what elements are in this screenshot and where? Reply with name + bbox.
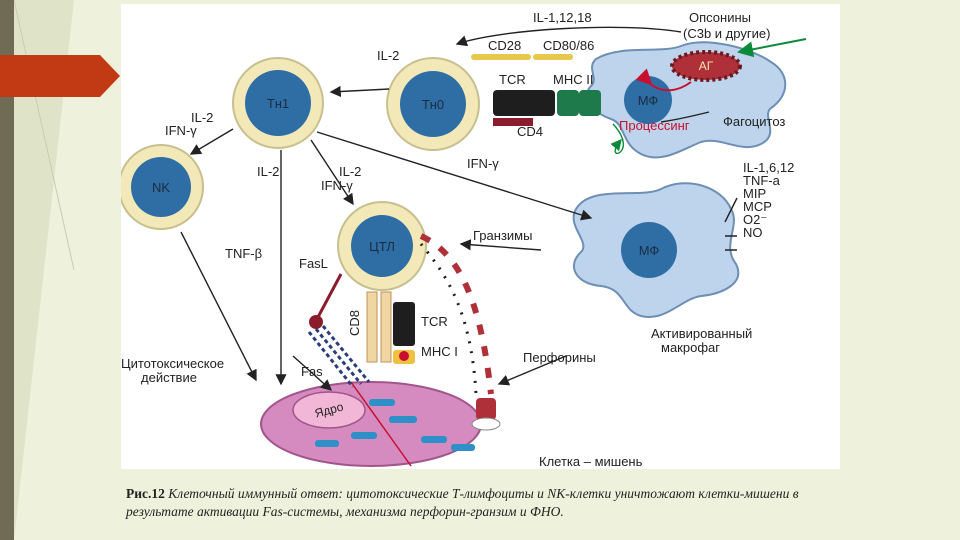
label-mhc1: MHC I bbox=[421, 344, 458, 359]
th1-cell: Тн1 bbox=[232, 57, 324, 149]
label-il2-nk: IL-2 bbox=[191, 110, 213, 125]
antigen-label: АГ bbox=[699, 59, 714, 73]
macrophage-top: МФ АГ bbox=[586, 41, 787, 159]
caption-text: Клеточный иммунный ответ: цитотоксически… bbox=[126, 486, 799, 519]
mf-output-5: O2⁻ bbox=[743, 212, 767, 227]
mf-output-6: NO bbox=[743, 225, 763, 240]
fas-system bbox=[307, 273, 371, 388]
label-fasl: FasL bbox=[299, 256, 328, 271]
mf-output-4: MCP bbox=[743, 199, 772, 214]
slide-decoration bbox=[14, 0, 75, 540]
target-cell: Ядро bbox=[260, 381, 501, 467]
label-opsonins: Опсонины bbox=[689, 10, 751, 25]
label-ifn-nk: IFN-γ bbox=[165, 123, 197, 138]
nk-label: NK bbox=[152, 180, 170, 195]
th0-cell: Тн0 bbox=[386, 57, 480, 151]
label-il-1-12-18: IL-1,12,18 bbox=[533, 10, 592, 25]
label-ifn-mf: IFN-γ bbox=[467, 156, 499, 171]
nk-cell: NK bbox=[121, 144, 204, 230]
label-opsonins-sub: (С3b и другие) bbox=[683, 26, 770, 41]
receptor-complex bbox=[471, 54, 601, 126]
label-cytotoxic-2: действие bbox=[141, 370, 197, 385]
slide-red-flag bbox=[0, 55, 120, 97]
label-il2-mid: IL-2 bbox=[257, 164, 279, 179]
th1-label: Тн1 bbox=[267, 96, 289, 111]
label-ifn-ctl: IFN-γ bbox=[321, 178, 353, 193]
caption-label: Рис.12 bbox=[126, 486, 165, 501]
label-perforins: Перфорины bbox=[523, 350, 596, 365]
th0-label: Тн0 bbox=[422, 97, 444, 112]
mf-output-arrows bbox=[724, 197, 738, 251]
label-phagocytosis: Фагоцитоз bbox=[723, 114, 785, 129]
label-cd28: CD28 bbox=[488, 38, 521, 53]
mf-output-1: IL-1,6,12 bbox=[743, 160, 794, 175]
figure-caption: Рис.12 Клеточный иммунный ответ: цитоток… bbox=[126, 485, 806, 521]
arrows bbox=[180, 26, 710, 391]
ctl-label: ЦТЛ bbox=[369, 239, 395, 254]
granzyme-stream bbox=[419, 233, 494, 395]
mf-mid-label: МФ bbox=[639, 243, 660, 258]
label-target-cell: Клетка – мишень bbox=[539, 454, 643, 469]
immune-diagram: Тн1 Тн0 NK ЦТЛ МФ АГ МФ Ядро bbox=[121, 4, 840, 469]
label-cytotoxic-1: Цитотоксическое bbox=[121, 356, 224, 371]
label-cd4: CD4 bbox=[517, 124, 543, 139]
label-il2-ctl: IL-2 bbox=[339, 164, 361, 179]
label-tcr-top: TCR bbox=[499, 72, 526, 87]
label-fas: Fas bbox=[301, 364, 323, 379]
opsonin-arrow bbox=[737, 38, 807, 58]
mf-top-label: МФ bbox=[638, 93, 659, 108]
mf-output-2: TNF-a bbox=[743, 173, 781, 188]
mf-output-3: MIP bbox=[743, 186, 766, 201]
label-cd80-86: CD80/86 bbox=[543, 38, 594, 53]
slide-left-bar bbox=[0, 0, 14, 540]
label-tcr-bottom: TCR bbox=[421, 314, 448, 329]
label-mhc2: MHC II bbox=[553, 72, 593, 87]
label-processing: Процессинг bbox=[619, 118, 690, 133]
mf-outputs-list: IL-1,6,12 TNF-a MIP MCP O2⁻ NO bbox=[743, 160, 794, 240]
ctl-receptors bbox=[366, 291, 415, 364]
label-activated-1: Активированный bbox=[651, 326, 752, 341]
macrophage-activated: МФ bbox=[572, 182, 740, 318]
label-tnf-beta: TNF-β bbox=[225, 246, 262, 261]
label-activated-2: макрофаг bbox=[661, 340, 720, 355]
label-granzymes: Гранзимы bbox=[473, 228, 532, 243]
ctl-cell: ЦТЛ bbox=[337, 201, 427, 291]
label-il2-top: IL-2 bbox=[377, 48, 399, 63]
label-cd8: CD8 bbox=[347, 310, 362, 336]
